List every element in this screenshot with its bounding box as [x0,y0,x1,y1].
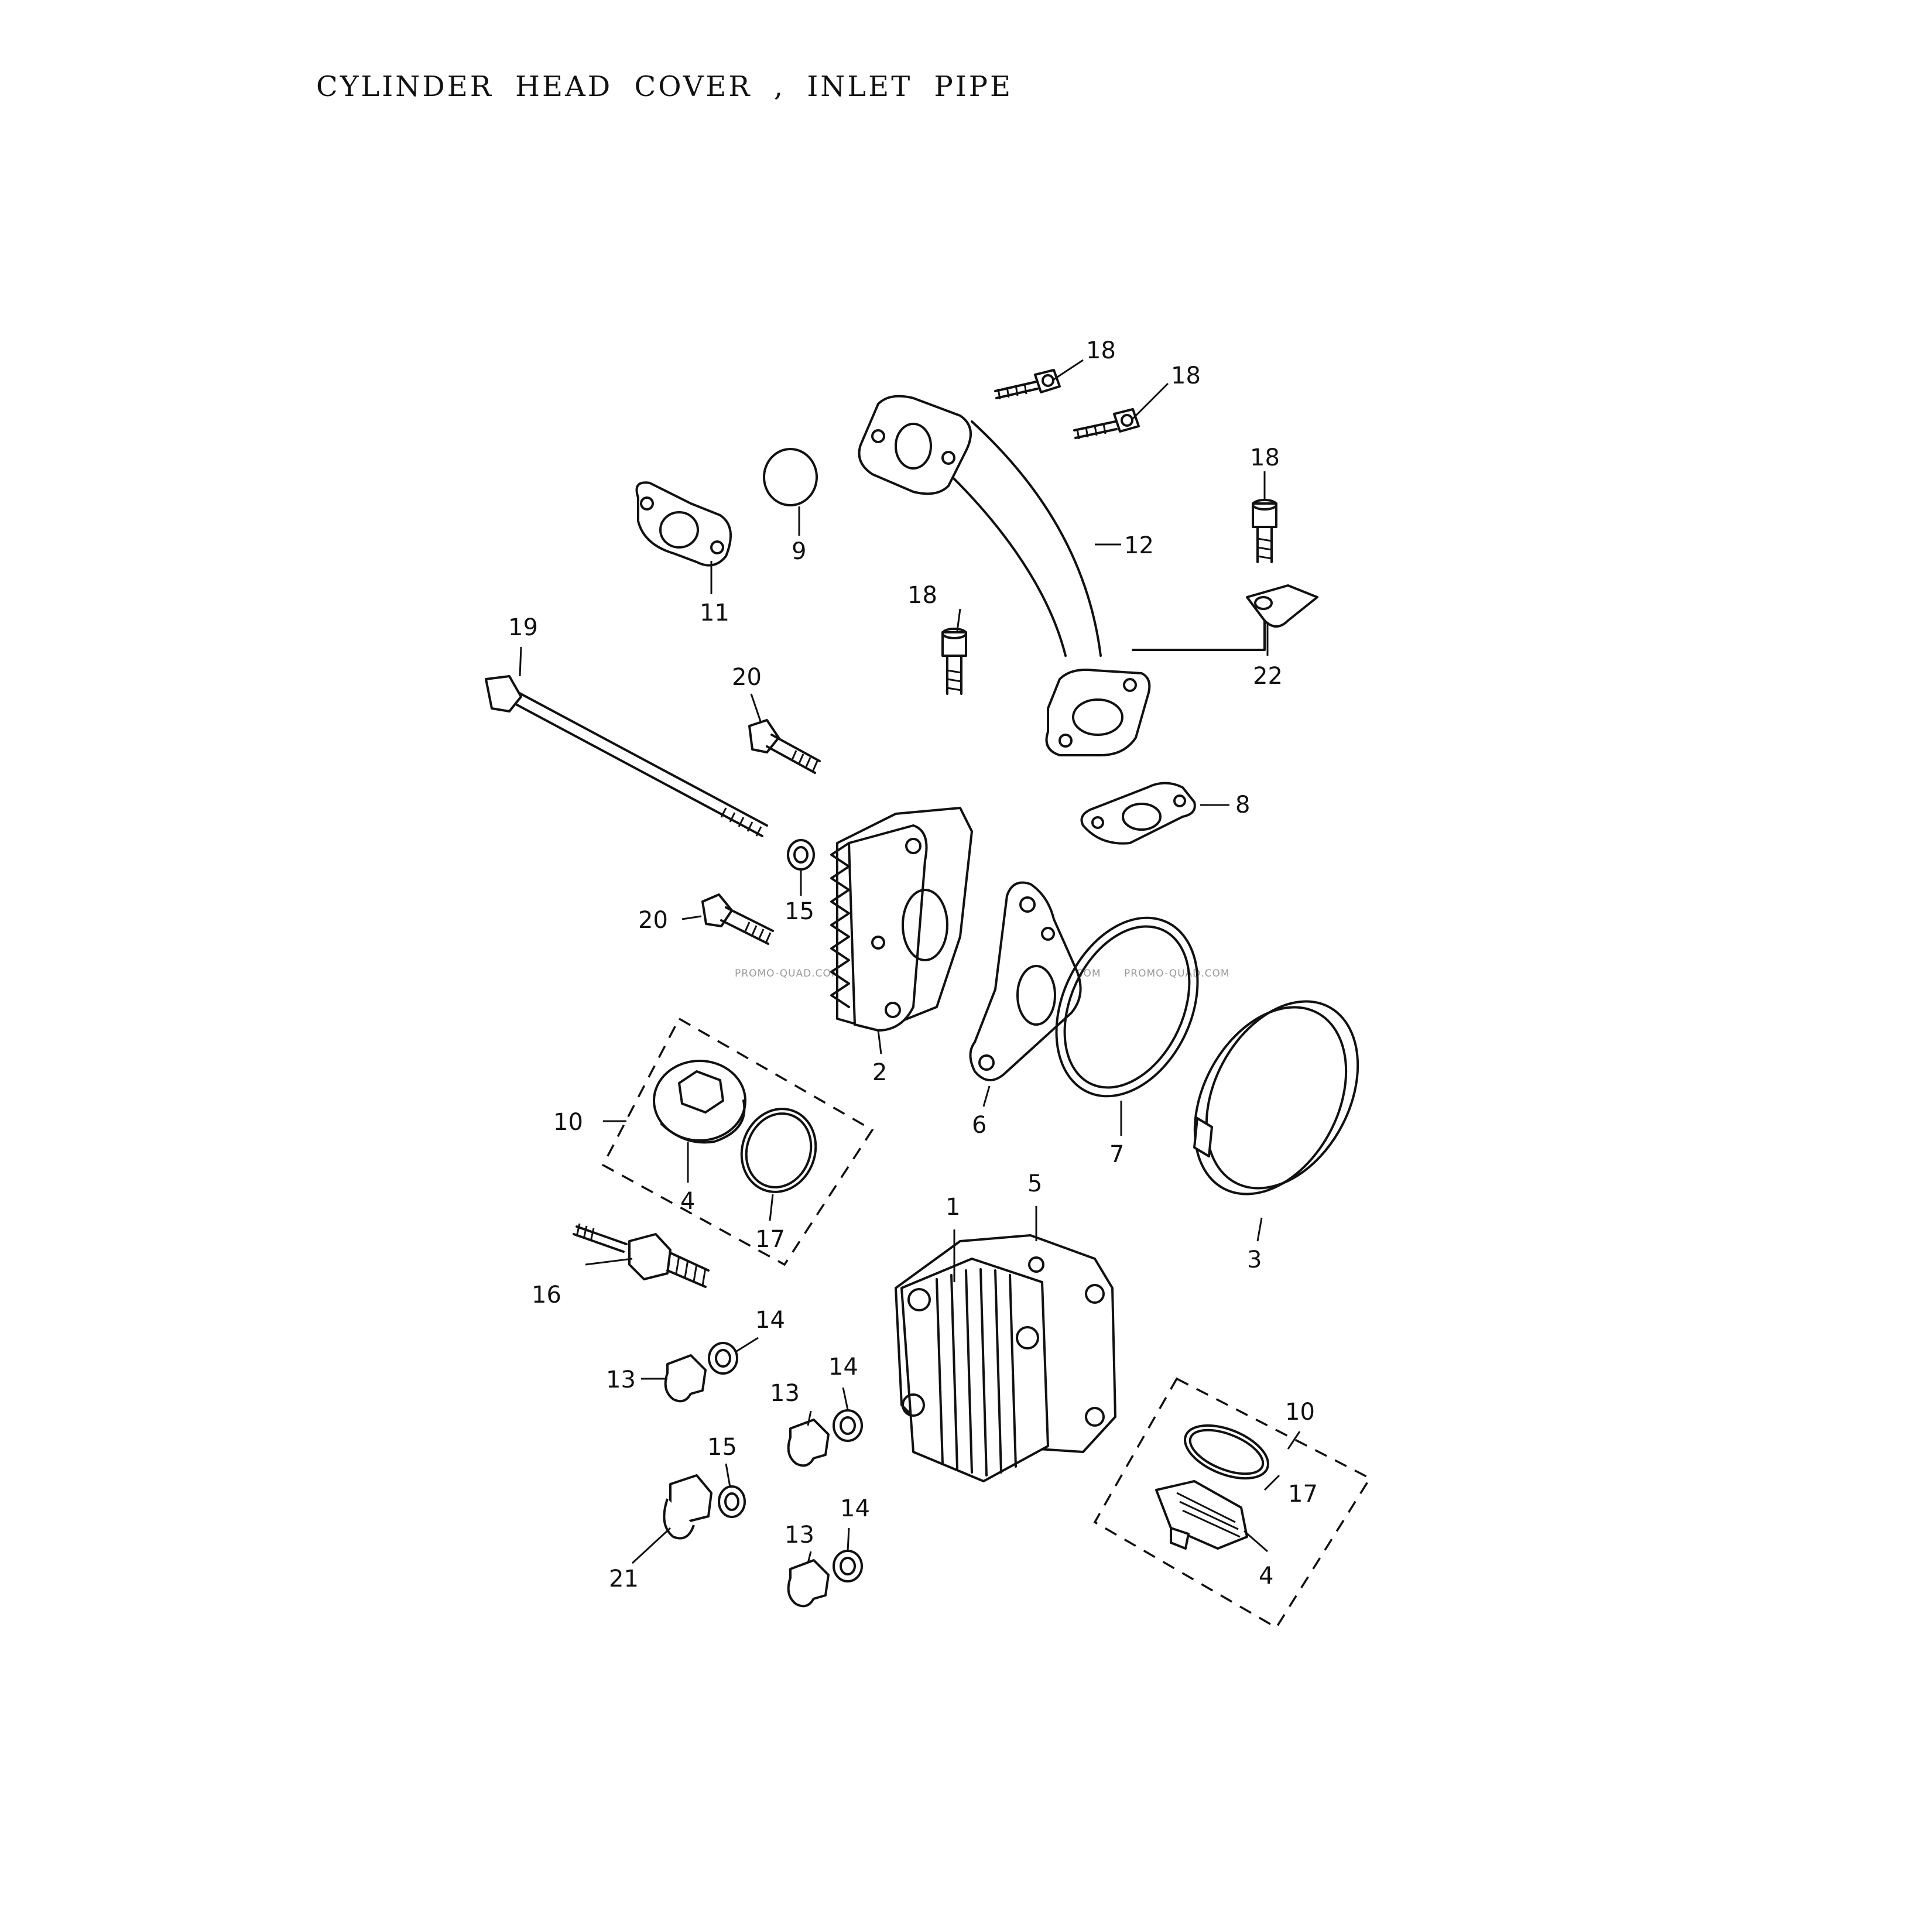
callout-22: 22 [1253,663,1283,690]
callout-11: 11 [700,600,729,626]
bolt-18-c [1252,499,1277,563]
bolt-20-b [701,893,774,945]
bolt-18-d [941,628,967,695]
kit-10-right [1093,1377,1372,1629]
stud-16 [573,1223,710,1288]
callout-6: 6 [972,1112,986,1139]
callout-18: 18 [1086,337,1116,364]
leader-lines [519,359,1301,1564]
callout-5: 5 [1027,1170,1042,1197]
washer-14-b [833,1409,863,1442]
callout-20: 20 [638,907,668,934]
bracket-22 [1132,584,1318,651]
callout-14: 14 [828,1354,858,1381]
washer-14-c [833,1550,863,1582]
callout-4: 4 [680,1188,695,1215]
gasket-8 [1080,782,1196,845]
callout-7: 7 [1109,1141,1124,1168]
callout-18: 18 [1171,362,1201,389]
callout-18: 18 [1250,444,1280,471]
callout-3: 3 [1247,1246,1262,1273]
o-ring-17-a [740,1108,817,1193]
plug-4-b [1155,1480,1248,1550]
cylinder-head-2 [830,807,973,1032]
cap-nut-13-b [787,1419,830,1467]
stud-bolt-19 [485,675,768,837]
washer-15-a [787,839,815,871]
watermark: PROMO-QUAD.COM [1124,968,1230,979]
callout-16: 16 [532,1282,561,1308]
plug-4-a [653,1060,746,1144]
callout-2: 2 [872,1059,887,1086]
callout-4: 4 [1259,1563,1273,1590]
bolt-18-a [994,369,1061,400]
callout-10: 10 [553,1109,583,1136]
watermark: PROMO-QUAD.COM [735,968,841,979]
o-ring-17-b [1184,1424,1269,1480]
head-cover-1 [895,1234,1116,1482]
callout-15: 15 [707,1434,737,1461]
cap-nut-13-a [664,1354,707,1403]
callout-17: 17 [755,1226,785,1253]
callout-14: 14 [840,1495,870,1522]
callout-10: 10 [1285,1399,1315,1426]
page-title: CYLINDER HEAD COVER , INLET PIPE [316,70,1013,103]
o-ring-7 [1055,916,1199,1098]
inlet-pipe [858,395,1151,756]
kit-10-left [601,1017,874,1266]
gasket-6 [969,881,1082,1081]
callout-9: 9 [792,538,806,565]
bolt-20-a [748,719,821,774]
o-ring-9 [763,448,818,506]
cover-3 [1193,1000,1359,1195]
washer-15-b [718,1485,746,1518]
callout-20: 20 [732,664,762,691]
gasket-11 [635,481,732,567]
callout-13: 13 [770,1380,800,1407]
callout-18: 18 [907,582,937,609]
callout-1: 1 [946,1194,960,1221]
callout-8: 8 [1235,792,1250,818]
callout-14: 14 [755,1307,785,1334]
callout-21: 21 [609,1566,639,1592]
washer-14-a [708,1342,738,1375]
callout-12: 12 [1124,532,1154,559]
cap-nut-13-c [787,1559,830,1608]
callout-19: 19 [508,614,538,641]
callout-13: 13 [785,1522,814,1549]
callout-17: 17 [1288,1481,1318,1508]
bolt-18-b [1073,408,1140,440]
callout-15: 15 [785,898,814,925]
callout-13: 13 [606,1366,636,1393]
plug-21 [663,1474,712,1540]
